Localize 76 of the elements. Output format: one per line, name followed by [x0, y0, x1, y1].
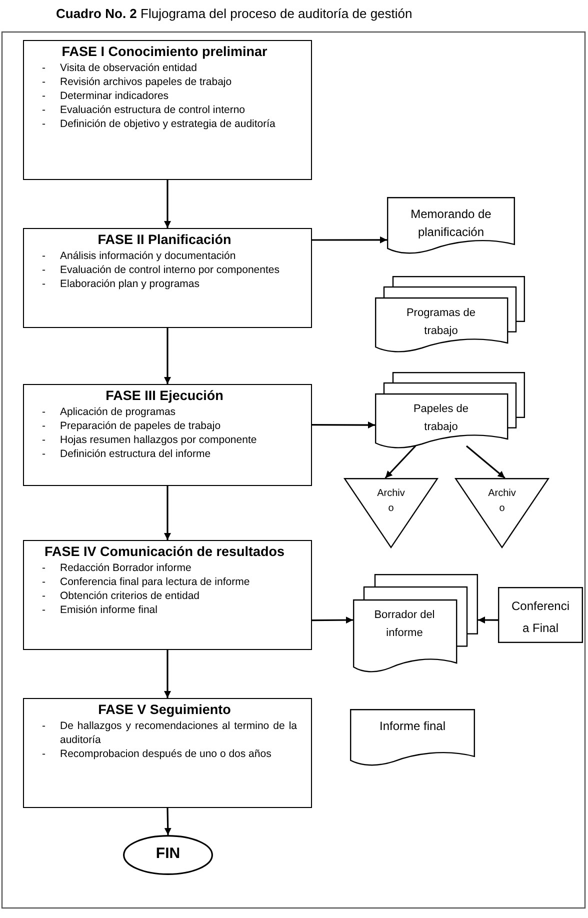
process-box: [498, 587, 583, 643]
arrow: [164, 650, 171, 698]
process-box: [23, 228, 312, 328]
bullet-dash: -: [41, 719, 46, 734]
bullet-dash: -: [41, 75, 46, 89]
phase-heading: FASE V Seguimiento: [97, 702, 232, 717]
document-shape: [350, 709, 475, 767]
phase-step: Determinar indicadores: [60, 89, 297, 103]
phase-step: Visita de observación entidad: [60, 61, 297, 75]
bullet-dash: -: [41, 277, 46, 291]
process-box: [23, 40, 312, 180]
bullet-dash: -: [41, 61, 46, 75]
phase-step: De hallazgos y recomendaciones al termino de la auditoría: [60, 719, 297, 747]
arrow: [478, 616, 498, 624]
shape-label: Archiv o: [487, 487, 517, 516]
arrow: [312, 616, 353, 624]
bullet-dash: -: [41, 603, 46, 617]
phase-step: Obtención criterios de entidad: [60, 589, 297, 603]
phase-step: Definición estructura del informe: [60, 447, 297, 461]
shape-label: Programas de trabajo: [406, 306, 476, 339]
bullet-dash: -: [41, 561, 46, 575]
phase-step: Elaboración plan y programas: [60, 277, 297, 291]
end-label: FIN: [154, 845, 182, 863]
merge-triangle: [344, 478, 438, 548]
shape-label: Memorando de planificación: [410, 206, 492, 241]
multiple-documents-shape: [375, 276, 525, 354]
shape-label: Conferenci a Final: [510, 598, 571, 637]
process-box: [23, 540, 312, 650]
arrow: [164, 486, 171, 540]
bullet-dash: -: [41, 589, 46, 603]
bullet-dash: -: [41, 249, 46, 263]
phase-step: Emisión informe final: [60, 603, 297, 617]
figure-title: Cuadro No. 2 Flujograma del proceso de auditoría de gestión: [56, 6, 412, 21]
phase-step: Definición de objetivo y estrategia de auditoría: [60, 117, 297, 131]
shape-label: Papeles de trabajo: [412, 402, 470, 435]
arrow: [466, 445, 506, 479]
bullet-dash: -: [41, 89, 46, 103]
arrow: [312, 236, 387, 244]
bullet-dash: -: [41, 263, 46, 277]
shape-label: Archiv o: [376, 487, 406, 516]
merge-triangle: [455, 478, 549, 548]
bullet-dash: -: [41, 433, 46, 447]
bullet-dash: -: [41, 575, 46, 589]
phase-step: Revisión archivos papeles de trabajo: [60, 75, 297, 89]
phase-heading: FASE IV Comunicación de resultados: [43, 544, 286, 559]
arrow: [164, 180, 171, 228]
phase-step: Análisis información y documentación: [60, 249, 297, 263]
arrow: [164, 328, 171, 384]
shape-label: Informe final: [378, 718, 447, 735]
arrow: [384, 445, 416, 479]
phase-step: Preparación de papeles de trabajo: [60, 419, 297, 433]
bullet-dash: -: [41, 117, 46, 131]
bullet-dash: -: [41, 419, 46, 433]
bullet-dash: -: [41, 747, 46, 761]
phase-heading: FASE II Planificación: [96, 232, 232, 247]
bullet-dash: -: [41, 405, 46, 419]
phase-step: Redacción Borrador informe: [60, 561, 297, 575]
arrow: [312, 422, 375, 429]
phase-step: Aplicación de programas: [60, 405, 297, 419]
multiple-documents-shape: [375, 372, 525, 450]
phase-heading: FASE III Ejecución: [104, 388, 224, 403]
process-box: [23, 384, 312, 486]
terminator-ellipse: [123, 835, 213, 875]
phase-heading: FASE I Conocimiento preliminar: [60, 44, 268, 59]
process-box: [23, 698, 312, 808]
phase-step: Evaluación estructura de control interno: [60, 103, 297, 117]
bullet-dash: -: [41, 103, 46, 117]
phase-step: Conferencia final para lectura de informe: [60, 575, 297, 589]
phase-step: Evaluación de control interno por componentes: [60, 263, 297, 277]
phase-step: Hojas resumen hallazgos por componente: [60, 433, 297, 447]
bullet-dash: -: [41, 447, 46, 461]
document-shape: [387, 197, 515, 255]
arrow: [164, 808, 172, 836]
multiple-documents-shape: [353, 574, 478, 674]
phase-step: Recomprobacion después de uno o dos años: [60, 747, 297, 761]
shape-label: Borrador del informe: [373, 608, 436, 641]
